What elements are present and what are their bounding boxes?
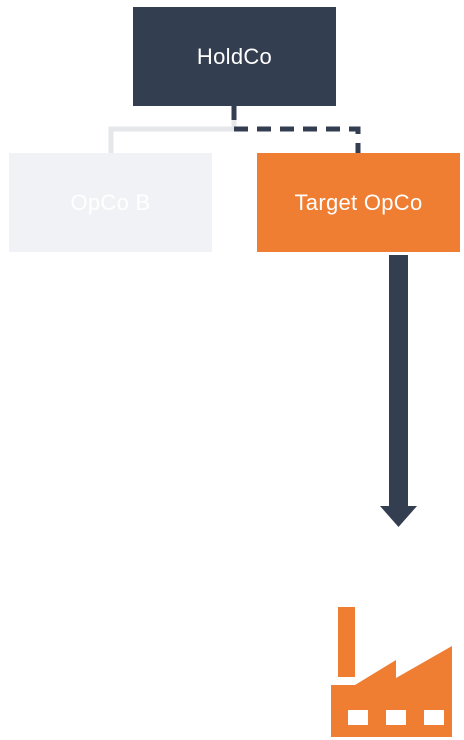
opco-b-label: OpCo B bbox=[70, 189, 151, 215]
target-opco-label: Target OpCo bbox=[294, 189, 423, 215]
opco-b-node: OpCo B bbox=[9, 153, 212, 252]
holdco-label: HoldCo bbox=[196, 43, 273, 69]
holdco-node: HoldCo bbox=[133, 7, 336, 106]
down-arrow-icon bbox=[380, 255, 417, 527]
factory-icon bbox=[331, 607, 452, 737]
connector-target-opco bbox=[231, 106, 361, 153]
target-opco-node: Target OpCo bbox=[257, 153, 460, 252]
connector-opco-b bbox=[108, 106, 237, 153]
